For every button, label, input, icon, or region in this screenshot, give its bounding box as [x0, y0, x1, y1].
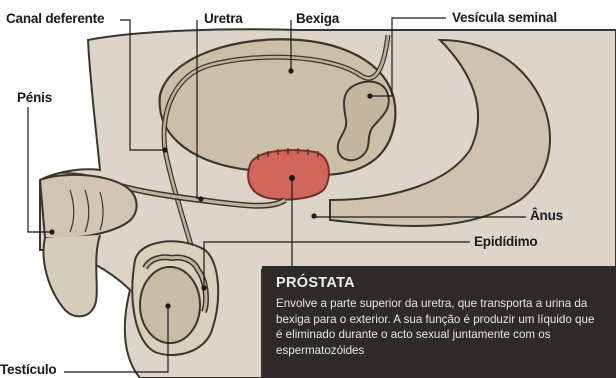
label-bexiga: Bexiga — [296, 11, 339, 26]
label-epididimo: Epidídimo — [474, 234, 537, 249]
urethra-pointer-dot — [198, 196, 203, 201]
label-penis: Pénis — [17, 90, 52, 105]
penis-shaft — [44, 235, 100, 316]
anus-pointer-dot — [311, 213, 316, 218]
info-title: PRÓSTATA — [276, 275, 604, 291]
info-text: Envolve a parte superior da uretra, que … — [276, 296, 604, 358]
label-anus: Ânus — [530, 208, 563, 223]
label-vesicula-seminal: Vesícula seminal — [452, 10, 557, 25]
prostate — [248, 150, 329, 199]
prostate-info-box: PRÓSTATA Envolve a parte superior da ure… — [262, 266, 616, 378]
label-testiculo: Testículo — [0, 362, 56, 377]
label-canal-deferente: Canal deferente — [6, 11, 104, 26]
label-uretra: Uretra — [204, 11, 243, 26]
